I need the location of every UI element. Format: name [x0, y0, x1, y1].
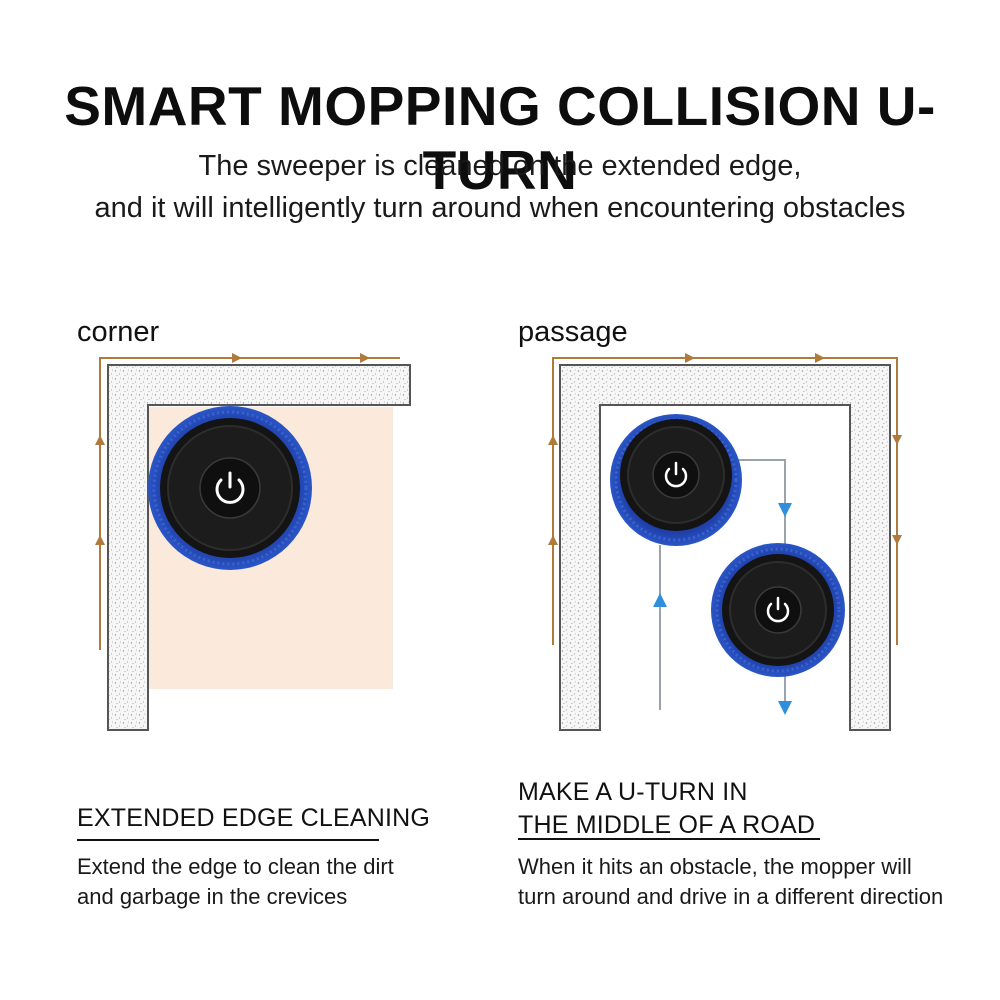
path-arrow [778, 503, 792, 517]
path-arrow [778, 701, 792, 715]
u-turn-description: When it hits an obstacle, the mopper wil… [518, 852, 943, 912]
passage-label: passage [518, 316, 628, 348]
path-arrow [892, 435, 902, 445]
page-title: SMART MOPPING COLLISION U-TURN [64, 75, 936, 201]
corner-label: corner [77, 316, 160, 348]
cleaning-path [99, 357, 400, 650]
power-icon [215, 471, 245, 504]
path-arrow [232, 353, 242, 363]
path-arrow [653, 593, 667, 607]
subtitle-line-2: and it will intelligently turn around wh… [94, 192, 906, 224]
path-arrow [548, 535, 558, 545]
desc-line: Extend the edge to clean the dirt [77, 854, 394, 879]
wall [559, 364, 891, 731]
heading-underline [518, 838, 820, 840]
path-arrow [815, 353, 825, 363]
desc-line: and garbage in the crevices [77, 884, 348, 909]
path-arrow [360, 353, 370, 363]
u-turn-heading-line-2: THE MIDDLE OF A ROAD [518, 811, 816, 839]
extended-edge-heading: EXTENDED EDGE CLEANING [77, 804, 431, 832]
extended-edge-description: Extend the edge to clean the dirt and ga… [77, 852, 394, 912]
path-arrow [685, 353, 695, 363]
corner-diagram [95, 353, 411, 731]
path-arrow [95, 435, 105, 445]
desc-line: When it hits an obstacle, the mopper wil… [518, 854, 912, 879]
power-icon [766, 596, 790, 623]
power-icon [664, 461, 688, 488]
passage-diagram [548, 353, 902, 731]
desc-line: turn around and drive in a different dir… [518, 884, 944, 909]
u-turn-heading-line-1: MAKE A U-TURN IN [518, 778, 748, 806]
robot-mop [711, 543, 845, 677]
path-arrow [892, 535, 902, 545]
wall [107, 364, 411, 731]
path-arrow [95, 535, 105, 545]
robot-mop [148, 406, 312, 570]
subtitle-line-1: The sweeper is cleaned on the extended e… [198, 150, 802, 182]
heading-underline [77, 839, 379, 841]
path-arrow [548, 435, 558, 445]
robot-mop [610, 414, 742, 546]
cleaning-path [552, 357, 898, 645]
